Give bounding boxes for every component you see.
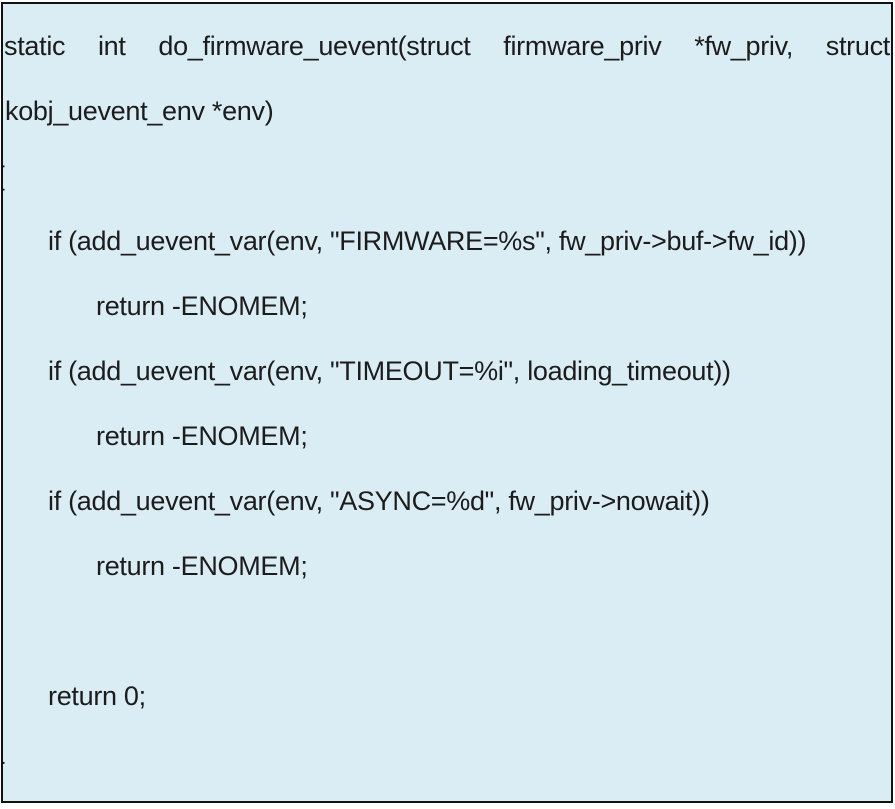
code-token: firmware_priv xyxy=(503,31,662,61)
function-signature-line-2: kobj_uevent_env *env) xyxy=(5,96,274,126)
code-line xyxy=(3,599,891,664)
function-body: if (add_uevent_var(env, "FIRMWARE=%s", f… xyxy=(3,209,891,729)
open-brace: { xyxy=(3,144,891,209)
code-token: do_firmware_uevent(struct xyxy=(158,31,471,61)
code-token: *fw_priv, xyxy=(694,31,794,61)
code-line: return -ENOMEM; xyxy=(96,421,308,451)
code-line: if (add_uevent_var(env, "FIRMWARE=%s", f… xyxy=(48,226,807,256)
code-line: return 0; xyxy=(48,681,146,711)
code-token: int xyxy=(97,31,126,61)
code-line: return -ENOMEM; xyxy=(96,551,308,581)
close-brace: } xyxy=(3,729,891,794)
code-line: if (add_uevent_var(env, "ASYNC=%d", fw_p… xyxy=(48,486,710,516)
code-token: struct xyxy=(825,31,891,61)
code-token: static xyxy=(4,31,66,61)
function-signature-line-1: static int do_firmware_uevent(struct firmwa… xyxy=(3,14,891,79)
code-line: if (add_uevent_var(env, "TIMEOUT=%i", lo… xyxy=(48,356,731,386)
code-line: return -ENOMEM; xyxy=(96,291,308,321)
